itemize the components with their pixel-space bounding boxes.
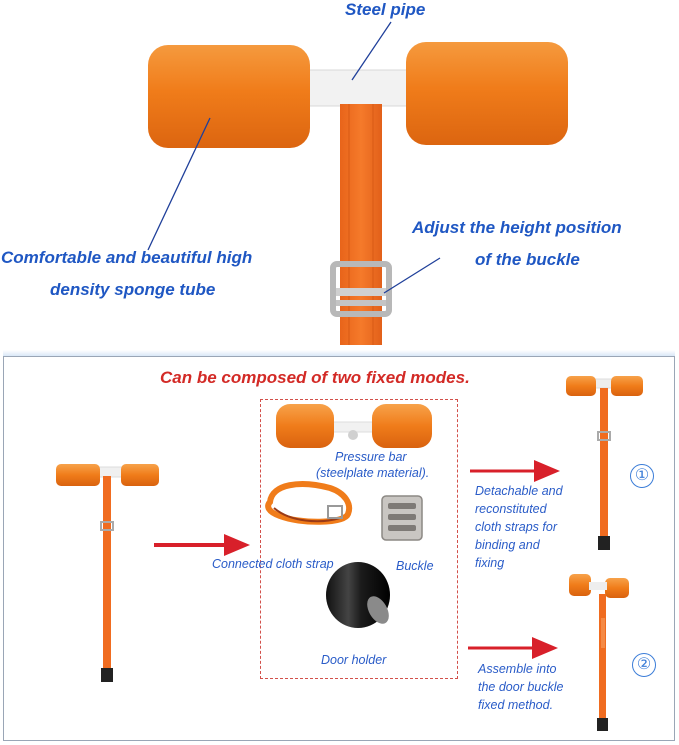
right-sponge-tube xyxy=(406,42,568,145)
mode-1-line: binding and xyxy=(475,538,540,552)
arrow-to-components xyxy=(154,534,250,556)
strap-buckle xyxy=(330,261,392,317)
mode-1-line: Detachable and xyxy=(475,484,563,498)
mode-1-number: ① xyxy=(630,464,654,488)
door-holder-label: Door holder xyxy=(321,653,387,667)
pressure-bar-label-line1: Pressure bar xyxy=(335,450,407,464)
buckle-image xyxy=(381,495,423,541)
mode-1-line: reconstituted xyxy=(475,502,547,516)
components-dashed-box xyxy=(260,399,458,679)
steel-pipe xyxy=(297,69,411,107)
steel-pipe-label: Steel pipe xyxy=(345,0,426,19)
mode-2-line: fixed method. xyxy=(478,698,554,712)
mode-2-product xyxy=(569,574,629,731)
assembled-product-left xyxy=(56,464,159,682)
door-holder-image xyxy=(326,562,390,628)
sponge-tube-label-line2: density sponge tube xyxy=(50,280,216,299)
modes-heading: Can be composed of two fixed modes. xyxy=(160,368,470,387)
pressure-bar-label-line2: (steelplate material). xyxy=(316,466,430,480)
product-closeup-illustration xyxy=(147,21,568,345)
mode-2-line: Assemble into xyxy=(478,662,557,676)
mode-1-line: fixing xyxy=(475,556,505,570)
arrow-to-mode-1 xyxy=(470,460,560,482)
pressure-bar-image xyxy=(276,404,432,448)
left-sponge-tube xyxy=(148,45,310,148)
mode-2-number: ② xyxy=(632,653,656,677)
modes-illustration xyxy=(56,376,643,731)
adjust-buckle-label-line2: of the buckle xyxy=(475,250,580,269)
adjust-buckle-label-line1: Adjust the height position xyxy=(412,218,622,237)
cloth-strap-label: Connected cloth strap xyxy=(212,557,334,571)
strap xyxy=(340,104,382,345)
mode-2-line: the door buckle xyxy=(478,680,564,694)
modes-panel xyxy=(3,356,675,741)
arrow-to-mode-2 xyxy=(468,637,558,659)
mode-2-description: Assemble into the door buckle fixed meth… xyxy=(478,660,563,714)
cloth-strap-image xyxy=(265,481,352,525)
sponge-tube-label-line1: Comfortable and beautiful high xyxy=(1,248,253,267)
buckle-label: Buckle xyxy=(396,559,434,573)
mode-1-line: cloth straps for xyxy=(475,520,557,534)
mode-1-product xyxy=(566,376,643,550)
mode-1-description: Detachable and reconstituted cloth strap… xyxy=(475,482,563,572)
